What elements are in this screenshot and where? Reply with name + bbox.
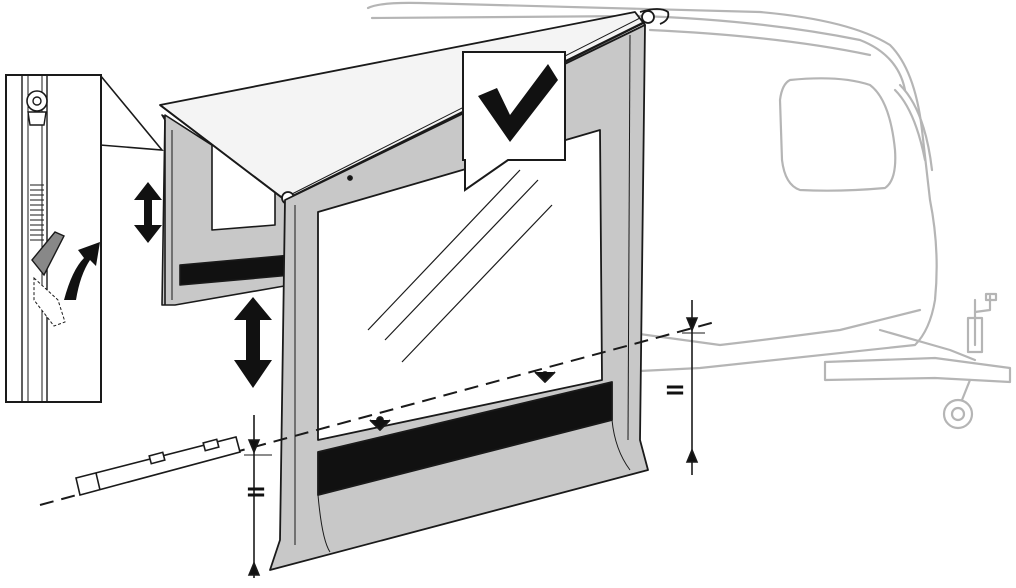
caravan-roof-line bbox=[370, 14, 907, 92]
equal-mark-left: = bbox=[245, 477, 267, 507]
caravan-drawbar bbox=[823, 356, 1012, 384]
spirit-level-icon bbox=[75, 436, 241, 496]
caravan-front-window bbox=[778, 77, 897, 192]
left-measurement bbox=[244, 415, 272, 578]
awning-front-panel bbox=[269, 24, 649, 571]
equal-mark-right: = bbox=[664, 375, 686, 405]
approved-callout bbox=[462, 51, 566, 192]
right-measurement bbox=[682, 300, 705, 475]
checkmark-icon bbox=[478, 64, 558, 142]
up-down-arrow-icon-large bbox=[234, 297, 272, 388]
detail-inset bbox=[5, 74, 164, 403]
curved-arrow-icon bbox=[64, 242, 100, 300]
caravan-roof-inner bbox=[648, 28, 872, 57]
caravan-body-outline bbox=[366, 1, 938, 374]
up-down-arrow-icon bbox=[134, 182, 162, 243]
